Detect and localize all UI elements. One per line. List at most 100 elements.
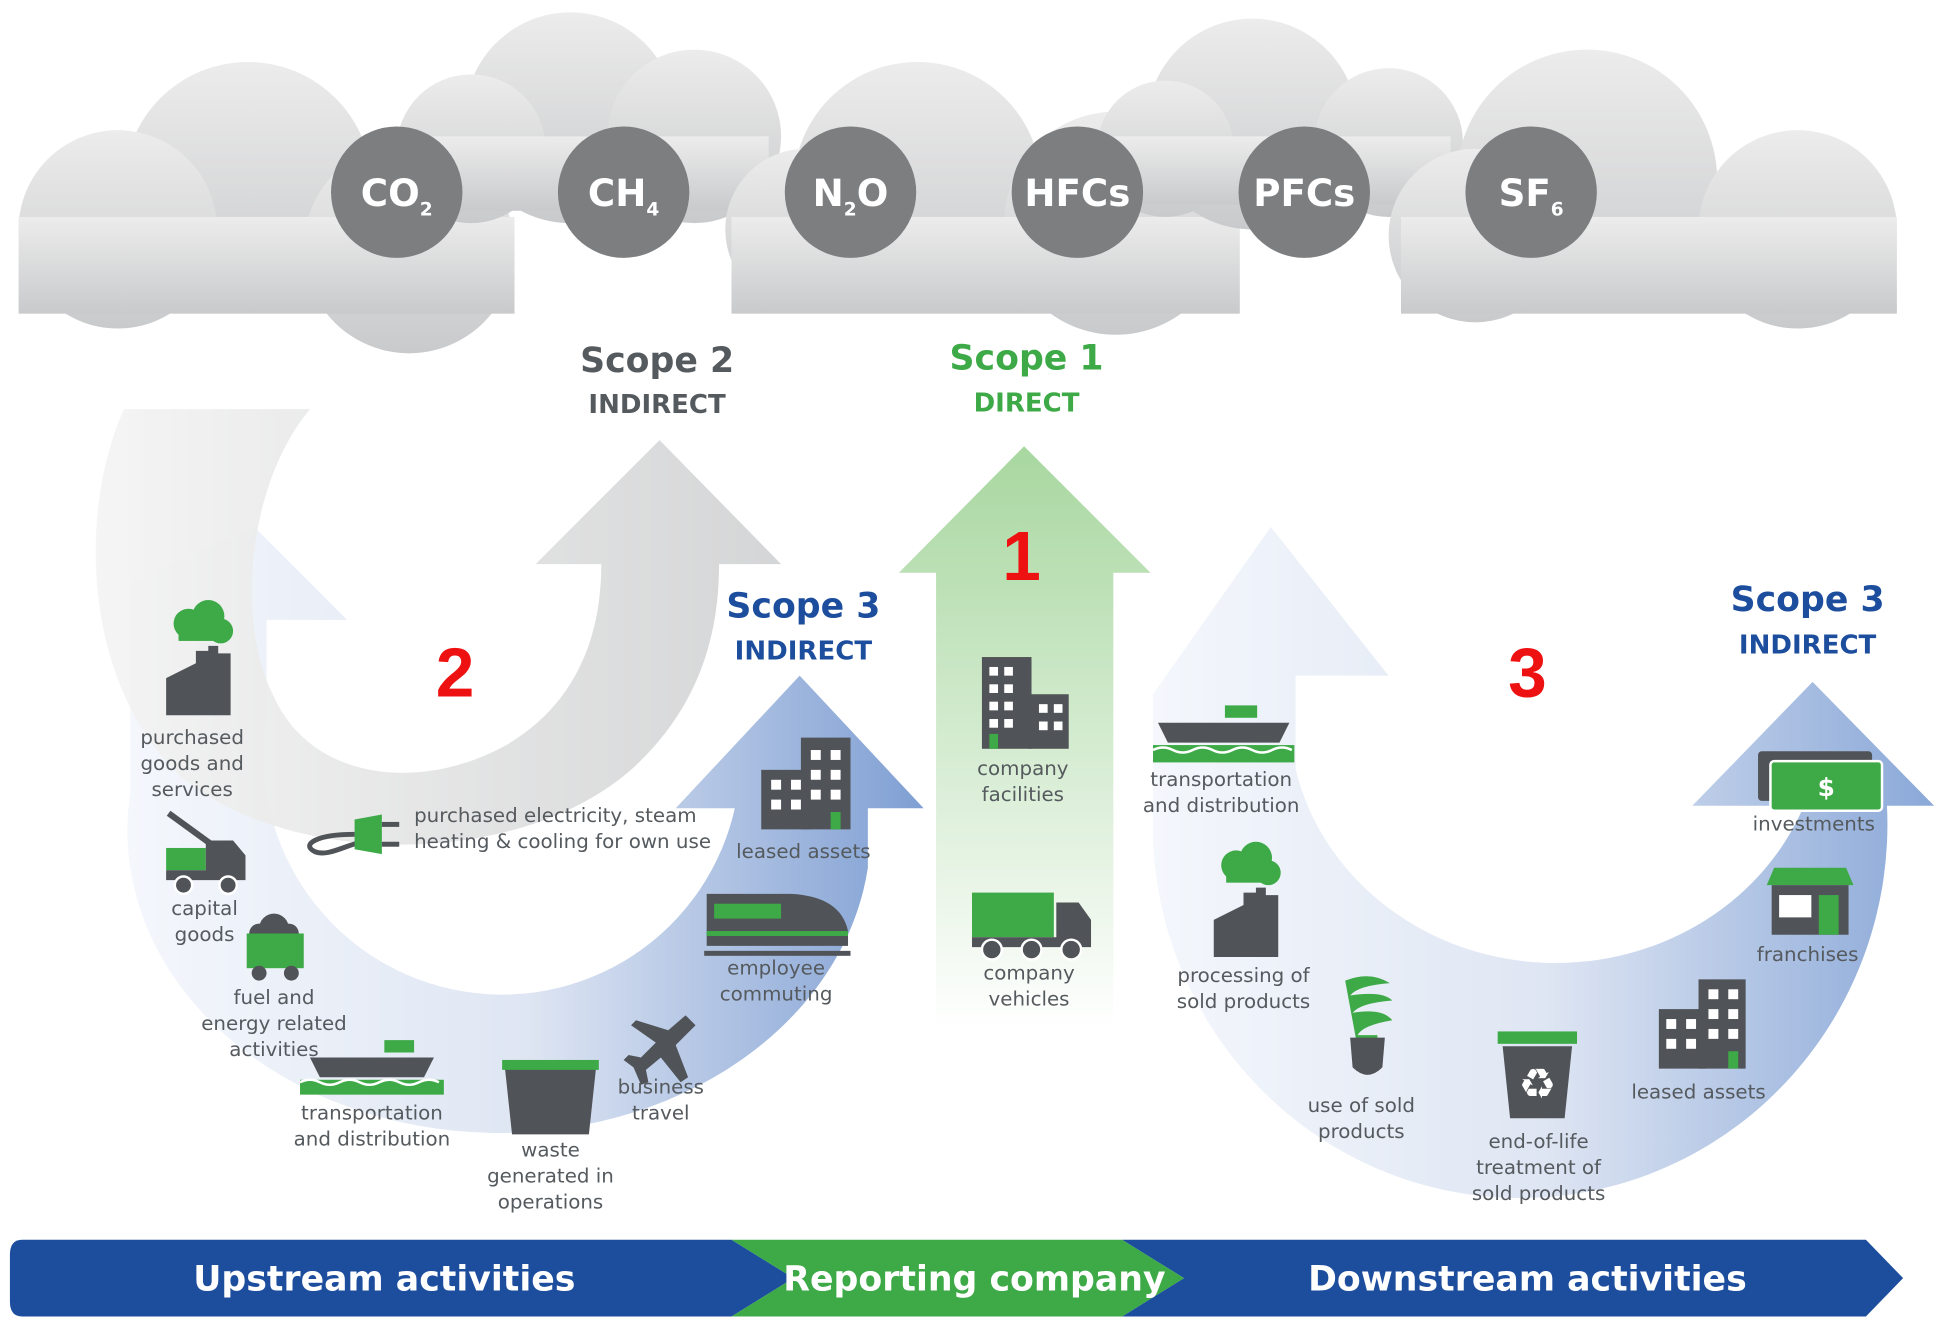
downstream-label-3: end-of-life treatment of sold products [1472, 1130, 1605, 1205]
storefront-icon [1766, 867, 1854, 935]
direct-label-0-line-1: facilities [982, 783, 1064, 806]
downstream-label-5-line-0: franchises [1757, 943, 1859, 966]
scope1-subtitle: DIRECT [974, 389, 1080, 419]
upstream-label-2-line-0: fuel and [234, 986, 315, 1009]
downstream-label-4: leased assets [1631, 1080, 1765, 1103]
cloud-right [1388, 49, 1897, 329]
upstream-label-7: leased assets [736, 840, 870, 863]
downstream-label-1: processing of sold products [1177, 964, 1311, 1013]
upstream-label-0: purchased goods and services [140, 726, 244, 801]
scope2-number: 2 [436, 634, 475, 712]
train-icon [704, 893, 851, 956]
scope3-upstream-title: Scope 3 [726, 586, 880, 626]
gas-sf6-subscript: 6 [1551, 200, 1564, 221]
svg-text:N2O: N2O [813, 171, 889, 221]
scope3-upstream-subtitle: INDIRECT [735, 637, 873, 667]
gas-hfcs-bubble: HFCs [1011, 126, 1144, 258]
downstream-label-1-line-0: processing of [1177, 964, 1310, 987]
upstream-label-5-line-0: business [618, 1075, 704, 1098]
downstream-label-0: transportation and distribution [1143, 768, 1300, 817]
gas-bubbles: CO2 CH4 N2O HFCs PFCs SF6 [331, 126, 1597, 258]
gas-n2o-bubble: N2O [784, 126, 917, 258]
airplane-icon [623, 1015, 696, 1085]
downstream-label-4-line-0: leased assets [1631, 1080, 1765, 1103]
upstream-label-0-line-0: purchased [140, 726, 244, 749]
dumpster-icon [502, 1059, 599, 1135]
crane-truck-icon [166, 810, 246, 896]
light-bulb-icon [1345, 976, 1393, 1075]
downstream-label-1-line-1: sold products [1177, 990, 1310, 1013]
downstream-label-2-line-0: use of sold [1308, 1094, 1415, 1117]
upstream-label-2-line-2: activities [229, 1038, 318, 1061]
scope2-label-0-line-0: purchased electricity, steam [414, 804, 696, 827]
upstream-label-6-line-1: commuting [720, 982, 833, 1005]
cargo-ship-icon [299, 1040, 444, 1095]
scope3-downstream-title: Scope 3 [1731, 580, 1885, 620]
svg-text:CO2: CO2 [361, 171, 433, 221]
downstream-ship-icon [1152, 705, 1295, 763]
downstream-label-6: investments [1753, 813, 1875, 836]
downstream-label-3-line-0: end-of-life [1488, 1130, 1588, 1153]
upstream-label-2: fuel and energy related activities [201, 986, 347, 1061]
gas-n2o-label: N [813, 171, 844, 215]
direct-label-1-line-1: vehicles [989, 987, 1070, 1010]
power-plug-icon [307, 814, 400, 856]
factory-icon [166, 600, 234, 716]
scope3-downstream-heading: Scope 3 INDIRECT [1731, 580, 1885, 660]
gas-ch4-bubble: CH4 [557, 126, 690, 258]
money-icon: $ [1758, 751, 1884, 813]
reporting-band [731, 1239, 1185, 1317]
downstream-label-6-line-0: investments [1753, 813, 1875, 836]
scope2-arc [95, 409, 782, 845]
gas-ch4-subscript: 4 [646, 200, 659, 221]
downstream-label-0-line-1: and distribution [1143, 794, 1300, 817]
upstream-label-5-line-1: travel [632, 1101, 690, 1124]
scope2-subtitle: INDIRECT [588, 390, 726, 420]
recycle-bin-icon: ♻ [1497, 1031, 1578, 1119]
cloud-band [18, 12, 1897, 354]
gas-pfcs-label: PFCs [1253, 171, 1355, 215]
gas-pfcs-bubble: PFCs [1238, 126, 1370, 258]
dollar-symbol: $ [1818, 773, 1835, 802]
upstream-band-label: Upstream activities [193, 1260, 575, 1300]
downstream-label-3-line-2: sold products [1472, 1182, 1605, 1205]
processing-factory-icon [1213, 841, 1281, 958]
gas-n2o-subscript: 2 [844, 200, 857, 221]
scope3-upstream-heading: Scope 3 INDIRECT [726, 586, 880, 666]
svg-text:SF6: SF6 [1499, 171, 1564, 221]
upstream-label-0-line-1: goods and [140, 752, 243, 775]
recycle-symbol: ♻ [1518, 1059, 1556, 1108]
upstream-label-4-line-2: operations [498, 1191, 604, 1214]
upstream-band [9, 1239, 794, 1317]
upstream-label-7-line-0: leased assets [736, 840, 870, 863]
upstream-label-5: business travel [618, 1075, 704, 1124]
scope1-heading: Scope 1 DIRECT [950, 338, 1104, 418]
gas-co2-subscript: 2 [420, 200, 433, 221]
gas-sf6-bubble: SF6 [1465, 126, 1597, 258]
gas-co2-label: CO [361, 171, 420, 215]
downstream-label-0-line-0: transportation [1150, 768, 1292, 791]
building-icon [761, 737, 851, 830]
direct-label-1: company vehicles [983, 961, 1075, 1010]
downstream-label-3-line-1: treatment of [1476, 1156, 1602, 1179]
upstream-label-0-line-2: services [151, 778, 232, 801]
direct-label-0-line-0: company [977, 757, 1069, 780]
svg-text:CH4: CH4 [588, 171, 659, 221]
scope3-downstream-subtitle: INDIRECT [1739, 630, 1877, 660]
scope2-title: Scope 2 [580, 341, 734, 381]
gas-ch4-label: CH [588, 171, 646, 215]
scope3-number: 3 [1508, 634, 1547, 712]
scope1-title: Scope 1 [950, 338, 1104, 378]
upstream-label-3-line-0: transportation [301, 1101, 443, 1124]
direct-label-0: company facilities [977, 757, 1069, 806]
upstream-label-2-line-1: energy related [201, 1012, 347, 1035]
delivery-truck-icon [972, 892, 1092, 961]
direct-label-1-line-0: company [983, 961, 1075, 984]
